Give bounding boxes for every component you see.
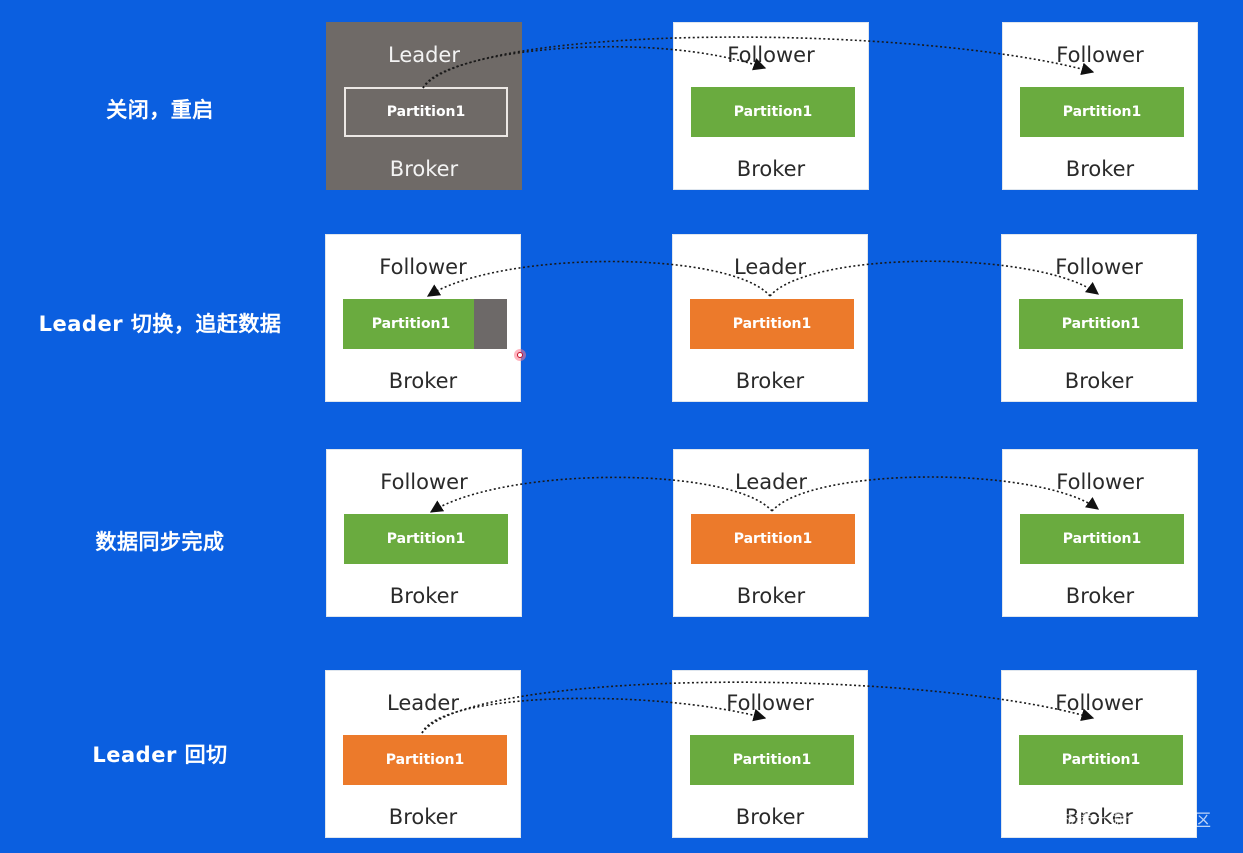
broker-follower: Follower Partition1 Broker — [326, 449, 522, 617]
broker-leader: Leader Partition1 Broker — [325, 670, 521, 838]
row-label-leader-switch-back: Leader 回切 — [92, 743, 228, 767]
broker-leader: Leader Partition1 Broker — [673, 449, 869, 617]
broker-leader: Leader Partition1 Broker — [672, 234, 868, 402]
broker-role: Leader — [387, 43, 460, 67]
partition-label: Partition1 — [371, 316, 451, 332]
broker-label: Broker — [1064, 805, 1134, 829]
partition-follower: Partition1 — [690, 735, 854, 785]
broker-label: Broker — [1065, 157, 1135, 181]
broker-role: Follower — [727, 43, 815, 67]
broker-role: Follower — [379, 255, 467, 279]
broker-label: Broker — [388, 805, 458, 829]
broker-label: Broker — [735, 369, 805, 393]
broker-role: Follower — [726, 691, 814, 715]
partition-offline: Partition1 — [344, 87, 508, 137]
broker-follower: Follower Partition1 Broker — [1001, 234, 1197, 402]
broker-label: Broker — [735, 805, 805, 829]
broker-role: Leader — [386, 691, 459, 715]
partition-leader: Partition1 — [343, 735, 507, 785]
broker-role: Follower — [1055, 255, 1143, 279]
broker-follower: Follower Partition1 Broker — [1002, 449, 1198, 617]
broker-role: Leader — [733, 255, 806, 279]
broker-role: Follower — [1055, 691, 1143, 715]
broker-label: Broker — [389, 157, 459, 181]
row-label-leader-switch: Leader 切换，追赶数据 — [38, 312, 282, 336]
broker-offline-leader: Leader Partition1 Broker — [326, 22, 522, 190]
broker-role: Follower — [380, 470, 468, 494]
partition-catching-up: Partition1 — [343, 299, 507, 349]
broker-label: Broker — [389, 584, 459, 608]
cursor-pointer-dot — [514, 349, 526, 361]
partition-follower: Partition1 — [1019, 299, 1183, 349]
partition-follower: Partition1 — [344, 514, 508, 564]
watermark: @稀土掘金技术社区 — [1058, 811, 1211, 831]
broker-label: Broker — [1064, 369, 1134, 393]
broker-label: Broker — [736, 157, 806, 181]
row-label-shutdown-restart: 关闭，重启 — [106, 98, 214, 122]
broker-follower: Follower Partition1 Broker — [673, 22, 869, 190]
row-label-sync-complete: 数据同步完成 — [95, 530, 225, 554]
broker-label: Broker — [1065, 584, 1135, 608]
partition-follower: Partition1 — [1019, 735, 1183, 785]
partition-follower: Partition1 — [1020, 87, 1184, 137]
broker-catching-up-follower: Follower Partition1 Broker — [325, 234, 521, 402]
broker-follower: Follower Partition1 Broker — [672, 670, 868, 838]
partition-follower: Partition1 — [1020, 514, 1184, 564]
partition-leader: Partition1 — [691, 514, 855, 564]
broker-label: Broker — [736, 584, 806, 608]
broker-label: Broker — [388, 369, 458, 393]
broker-role: Follower — [1056, 43, 1144, 67]
partition-follower: Partition1 — [691, 87, 855, 137]
broker-role: Leader — [734, 470, 807, 494]
partition-leader: Partition1 — [690, 299, 854, 349]
broker-role: Follower — [1056, 470, 1144, 494]
broker-follower: Follower Partition1 Broker — [1002, 22, 1198, 190]
